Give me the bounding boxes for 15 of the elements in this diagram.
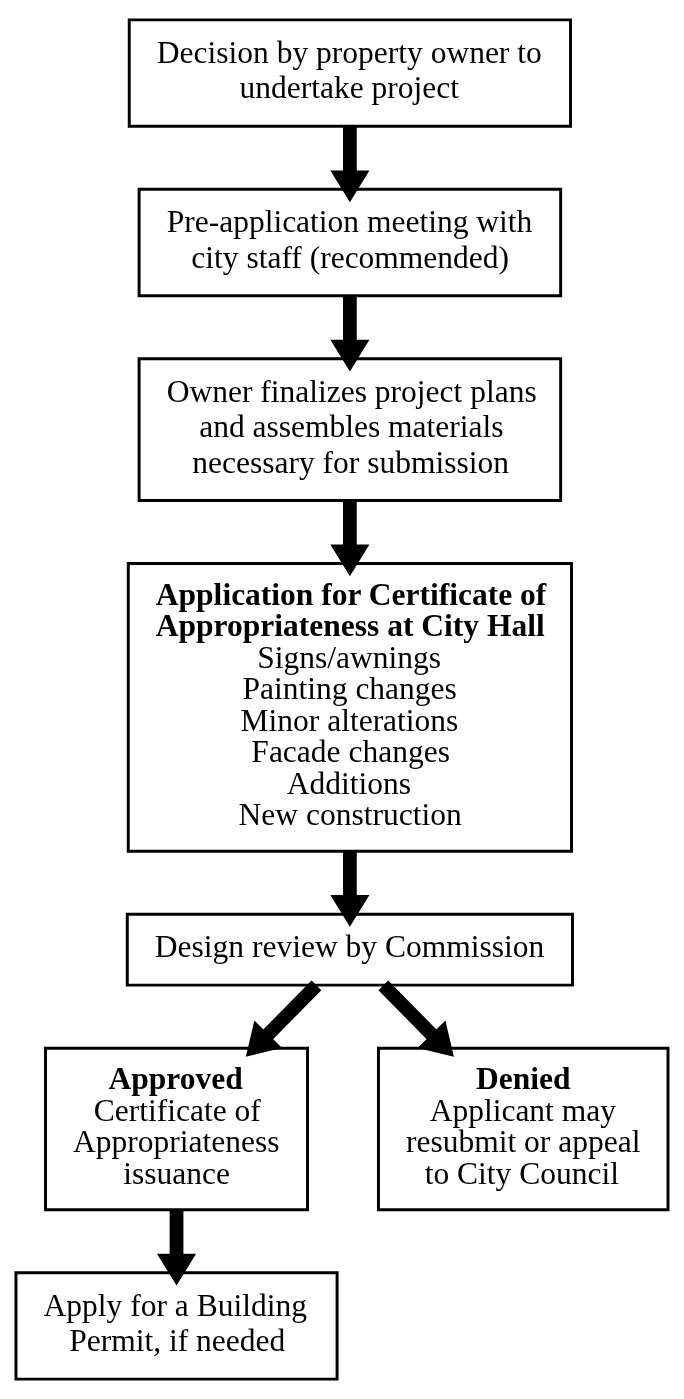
arrow <box>157 1210 197 1286</box>
arrow <box>378 980 454 1057</box>
node-box: Application for Certificate of Appropriateness at City Hall Signs/awnings Painting changes Minor alterations Facade changes Additions New construction <box>126 562 573 853</box>
node-box: Decision by property owner to undertake project <box>127 18 572 128</box>
node-box: Apply for a Building Permit, if needed <box>14 1271 339 1381</box>
arrow <box>245 980 322 1057</box>
node-box: Pre-application meeting with city staff (recommended) <box>137 187 563 298</box>
arrow <box>330 296 370 372</box>
node-box: Denied Applicant may resubmit or appeal to City Council <box>376 1046 670 1212</box>
arrow <box>330 126 370 203</box>
arrow <box>330 500 370 577</box>
node-box: Owner finalizes project plans and assembles materials necessary for submission <box>137 357 563 502</box>
arrow <box>330 851 370 927</box>
node-box: Approved Certificate of Appropriateness issuance <box>44 1046 309 1212</box>
node-box: Design review by Commission <box>125 912 574 987</box>
